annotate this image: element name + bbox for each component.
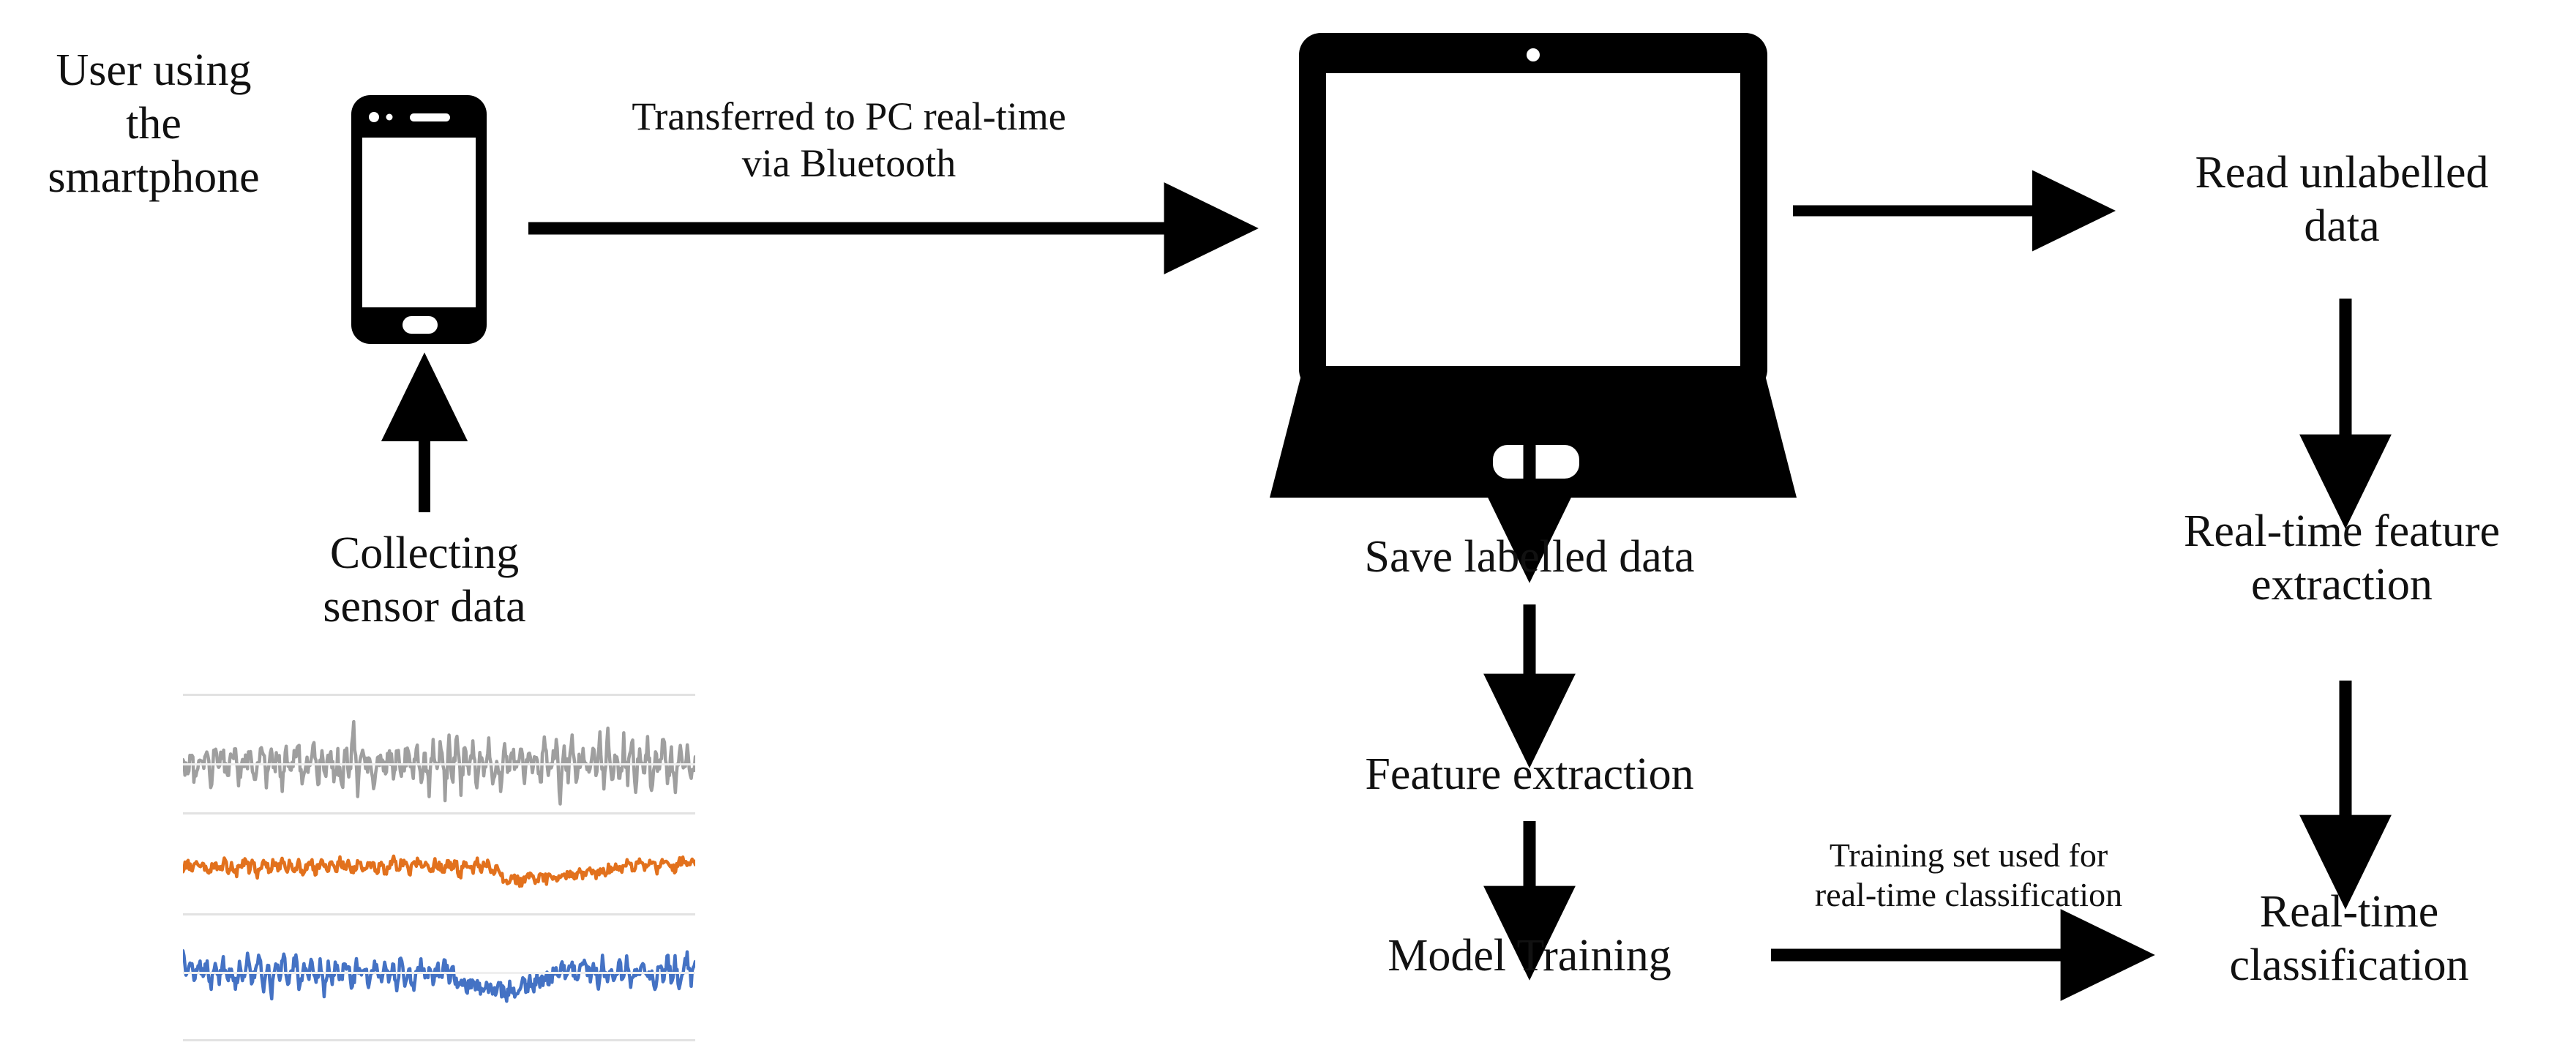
label-user-smartphone: User using the smartphone — [48, 45, 260, 203]
trace-sensor-axis-3 — [183, 948, 695, 1003]
label-realtime-feature-extraction: Real-time feature extraction — [2183, 506, 2501, 610]
sensor-traces — [183, 719, 695, 1003]
gridline — [183, 913, 695, 915]
label-model-training: Model Training — [1388, 931, 1671, 981]
label-collecting-sensor-data: Collecting sensor data — [323, 528, 526, 632]
gridline — [183, 763, 695, 765]
label-transfer-bluetooth: Transferred to PC real-time via Bluetoot… — [632, 94, 1066, 185]
label-read-unlabelled-data: Read unlabelled data — [2195, 148, 2489, 252]
trace-sensor-axis-2 — [183, 854, 695, 888]
label-training-set-used: Training set used for real-time classifi… — [1814, 836, 2123, 914]
gridline — [183, 1039, 695, 1041]
smartphone-icon — [351, 95, 487, 344]
label-realtime-classification: Real-time classification — [2229, 887, 2469, 991]
gridline — [183, 972, 695, 974]
gridline — [183, 694, 695, 696]
label-save-labelled-data: Save labelled data — [1364, 532, 1695, 582]
label-feature-extraction: Feature extraction — [1365, 749, 1694, 799]
sensor-waveform-chart — [183, 681, 695, 1045]
laptop-icon — [1270, 33, 1797, 498]
gridline — [183, 812, 695, 814]
